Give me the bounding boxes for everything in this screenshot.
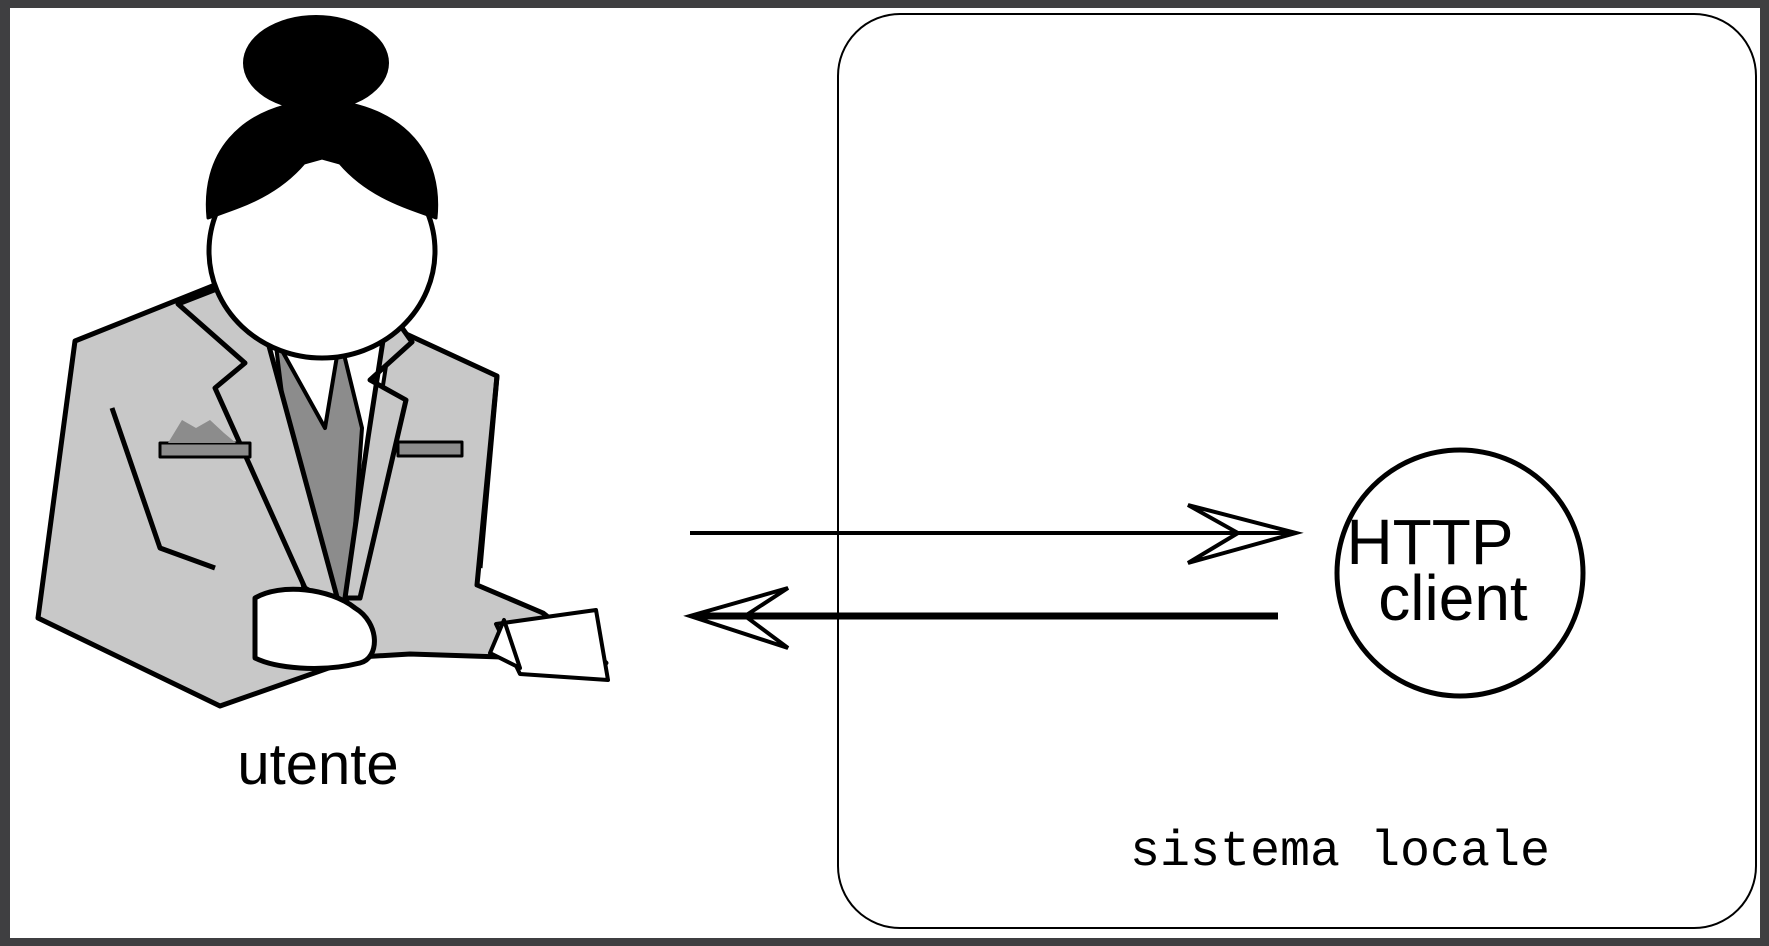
- diagram: sistema locale utente: [35, 13, 1757, 929]
- user-icon: [35, 15, 610, 709]
- response-arrow: [683, 586, 1278, 650]
- http-client-label-line1: HTTP: [1346, 506, 1513, 578]
- http-client-node: HTTP client: [1334, 447, 1586, 699]
- system-boundary: [837, 13, 1757, 929]
- http-client-label-line2: client: [1378, 562, 1528, 634]
- slide: sistema locale utente: [10, 8, 1760, 938]
- request-arrow: [690, 503, 1304, 565]
- user-label: utente: [237, 732, 398, 797]
- system-label: sistema locale: [1130, 824, 1550, 881]
